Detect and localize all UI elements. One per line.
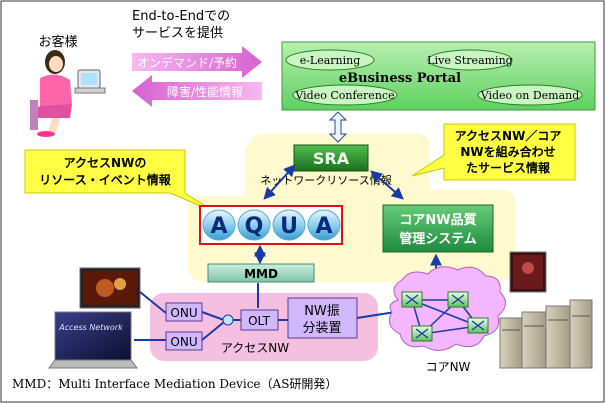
splitter-node	[222, 314, 234, 326]
sra-mgmt-connector	[370, 170, 404, 200]
callout-right-box	[411, 123, 576, 181]
aqua-letter-2: Q	[245, 214, 264, 239]
sra-label: SRA	[313, 149, 350, 168]
callout-left-line1: アクセスNWの	[64, 156, 147, 170]
olt-label: OLT	[248, 314, 270, 328]
portal-title: eBusiness Portal	[339, 71, 461, 86]
on-demand-arrow	[132, 46, 262, 78]
onu-top-label: ONU	[170, 306, 197, 320]
portal-item-video-on-demand: Video on Demand	[480, 89, 580, 102]
olt-box	[240, 309, 279, 331]
portal-sra-arrow	[328, 111, 348, 143]
portal-item-elearning: e-Learning	[300, 54, 361, 67]
nw-distribution-line2: 分装置	[302, 321, 341, 336]
core-network-label: コアNW	[426, 360, 471, 374]
callout-right-line1: アクセスNW／コア	[455, 128, 562, 143]
onu-splitter-link-top	[201, 311, 225, 321]
customer-icon	[30, 50, 106, 137]
video-monitor-top-icon	[79, 267, 141, 309]
core-network-cloud	[388, 266, 506, 351]
mmd-box	[207, 263, 315, 283]
nw-distribution-line1: NW振	[304, 304, 340, 319]
laptop-screen-text: Access Network	[58, 323, 123, 332]
laptop-icon	[48, 311, 138, 369]
core-mgmt-box	[382, 204, 494, 253]
portal-item-elearning-oval	[285, 49, 375, 71]
onu-bottom-label: ONU	[170, 335, 197, 349]
customer-label: お客様	[38, 34, 77, 50]
media-photo-icon	[509, 251, 547, 293]
core-mgmt-line1: コアNW品質	[399, 212, 476, 228]
portal-item-video-on-demand-oval	[477, 84, 583, 106]
access-network-label: アクセスNW	[221, 341, 289, 355]
fault-info-arrow	[132, 75, 262, 107]
server-rack-icon	[499, 299, 593, 369]
nw-distribution-box	[287, 297, 358, 339]
onu-top-box	[165, 302, 203, 322]
portal-item-video-conference: Video Conference	[294, 89, 394, 102]
service-line2: サービスを提供	[132, 25, 223, 41]
callout-right-line3: たサービス情報	[466, 160, 551, 175]
mmd-label: MMD	[244, 267, 278, 281]
service-line1: End-to-Endでの	[132, 9, 230, 24]
portal-item-video-conference-oval	[292, 84, 398, 106]
dist-core-link	[356, 311, 396, 319]
aqua-letter-4: A	[315, 214, 332, 239]
sra-aqua-connector	[263, 164, 296, 200]
callout-left-line2: リソース・イベント情報	[39, 172, 171, 187]
core-mgmt-line2: 管理システム	[399, 231, 477, 247]
aqua-letter-3: U	[280, 214, 298, 239]
portal-item-live-streaming-oval	[427, 49, 513, 71]
aqua-letter-balls	[202, 209, 341, 241]
aqua-letter-1: A	[210, 214, 227, 239]
onu-splitter-link-bottom	[201, 321, 225, 341]
footnote: MMD：Multi Interface Mediation Device（AS研…	[12, 377, 337, 391]
on-demand-arrow-label: オンデマンド/予約	[137, 55, 237, 70]
core-router-glyphs	[405, 294, 485, 339]
monitor-onu-link	[139, 291, 167, 314]
callout-right-line2: NWを組み合わせ	[460, 144, 555, 159]
fault-info-arrow-label: 障害/性能情報	[167, 84, 243, 99]
sra-box	[293, 144, 369, 172]
portal-item-live-streaming: Live Streaming	[427, 54, 512, 67]
onu-bottom-box	[165, 331, 203, 351]
